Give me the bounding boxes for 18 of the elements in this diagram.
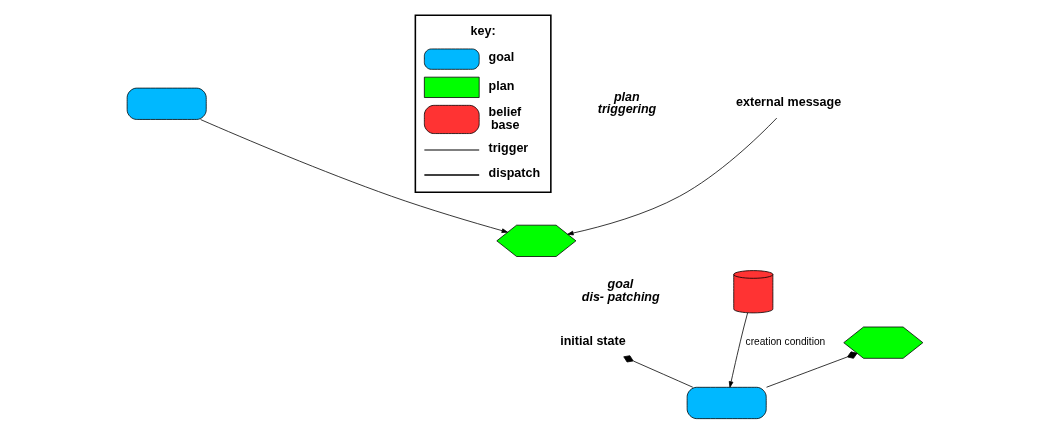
- node-capsule: [686, 386, 767, 419]
- arrow: [567, 117, 778, 236]
- label: goal dis- patching: [581, 277, 660, 304]
- arrow: [728, 312, 748, 388]
- node-text: initial state: [560, 333, 626, 348]
- connector: [623, 355, 694, 388]
- arrow: [200, 119, 508, 233]
- node-text: external message: [736, 94, 842, 109]
- label: key:: [470, 23, 496, 38]
- legend-label: trigger: [488, 141, 529, 156]
- legend-label: belief base: [488, 105, 522, 132]
- label: plan triggering: [597, 89, 657, 117]
- legend-label: dispatch: [488, 166, 541, 181]
- edge-label: creation condition: [745, 336, 826, 348]
- node-capsule: [126, 87, 207, 120]
- legend-label: goal: [488, 50, 515, 65]
- connector: [766, 351, 858, 388]
- legend-label: plan: [488, 78, 515, 93]
